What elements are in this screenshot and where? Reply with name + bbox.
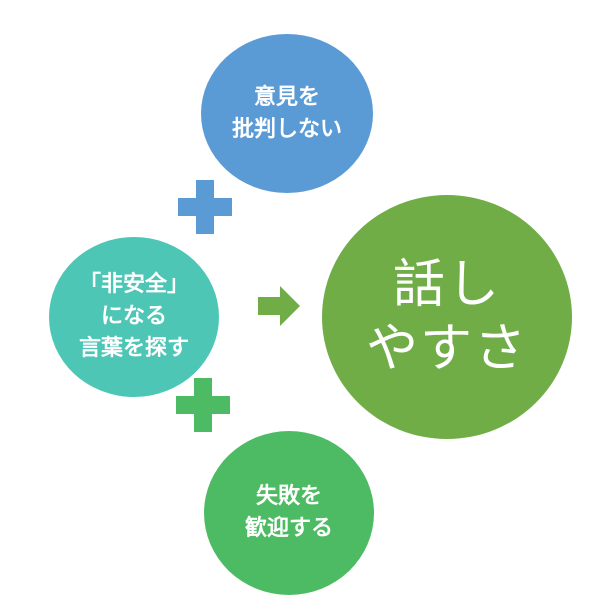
- right-arrow-icon: [258, 286, 300, 326]
- circle-no-criticism-line-1: 意見を: [253, 84, 320, 110]
- circle-find-unsafe-words-line-2: になる: [100, 304, 167, 329]
- circle-find-unsafe-words-line-1: 「非安全」: [78, 272, 189, 297]
- circle-welcome-failure-line-1: 失敗を: [255, 484, 322, 509]
- circle-ease-of-speaking: 話し やすさ: [322, 195, 572, 439]
- circle-welcome-failure: 失敗を 歓迎する: [204, 431, 374, 595]
- circle-welcome-failure-line-2: 歓迎する: [244, 516, 333, 541]
- circle-ease-of-speaking-line-1: 話し: [392, 255, 501, 315]
- plus-icon: [178, 180, 232, 234]
- circle-find-unsafe-words-line-3: 言葉を探す: [78, 336, 189, 361]
- circle-find-unsafe-words: 「非安全」 になる 言葉を探す: [49, 237, 219, 397]
- circle-no-criticism: 意見を 批判しない: [201, 34, 373, 193]
- circle-ease-of-speaking-line-2: やすさ: [365, 319, 528, 379]
- plus-icon: [176, 378, 230, 432]
- circle-no-criticism-line-2: 批判しない: [231, 116, 342, 142]
